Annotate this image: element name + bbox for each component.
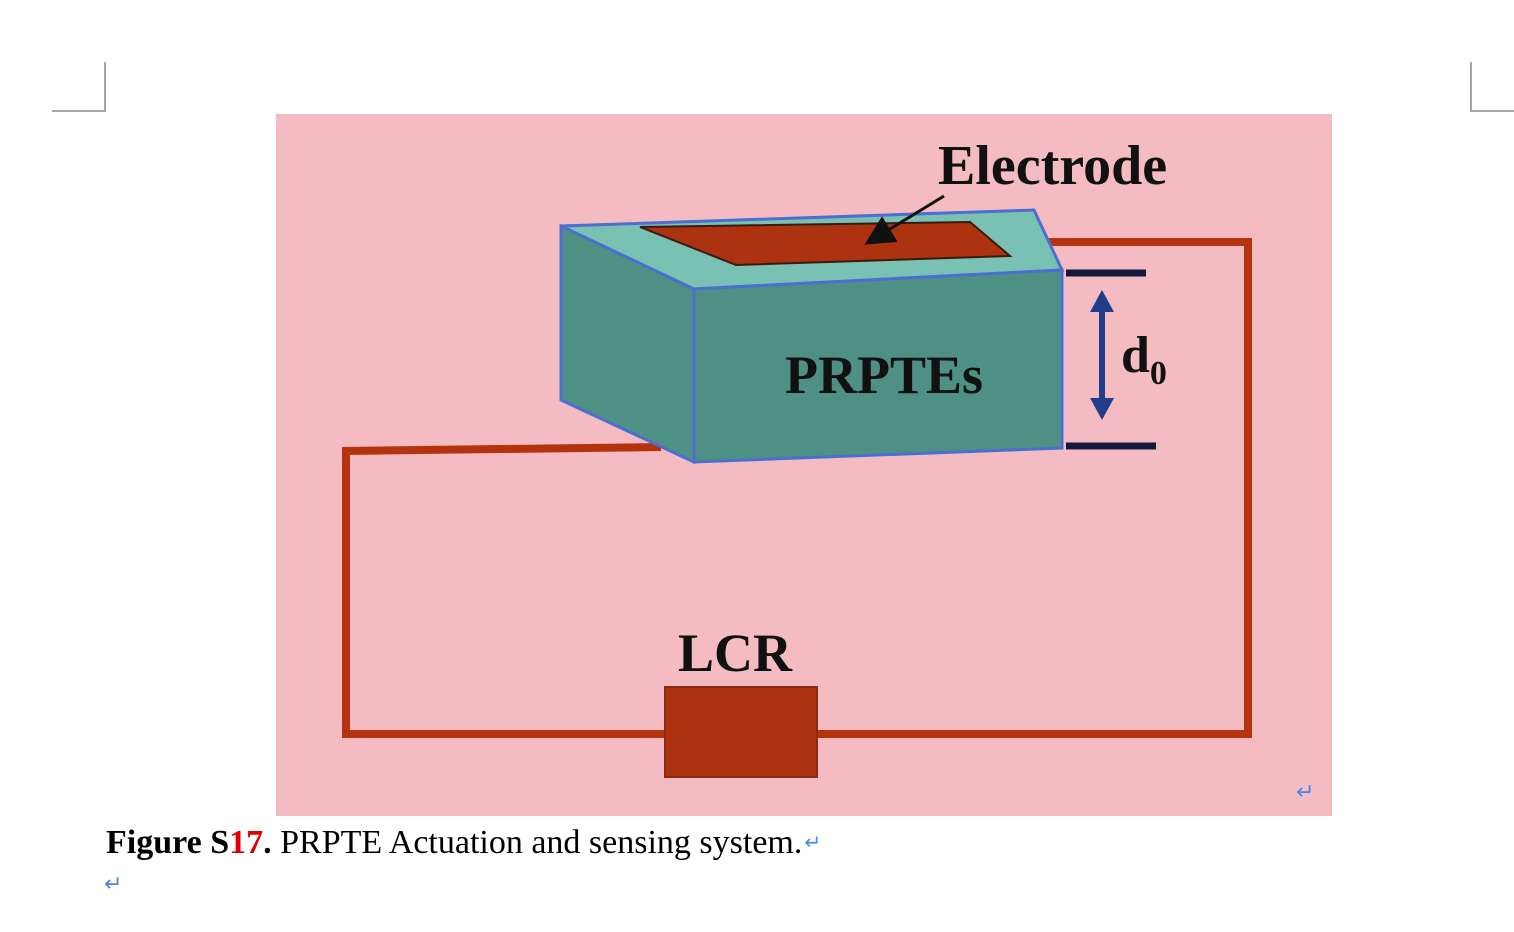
wire-left xyxy=(342,443,666,738)
caption-number: 17 xyxy=(229,824,264,861)
caption-prefix: Figure S xyxy=(106,824,230,861)
circuit-diagram: Electrode PRPTEs d0 LCR xyxy=(342,135,1252,778)
lcr-meter-box xyxy=(664,686,818,778)
figure-prpte-system: Electrode PRPTEs d0 LCR ↵ xyxy=(276,114,1332,816)
figure-paragraph-mark: ↵ xyxy=(1296,780,1315,805)
wire-right xyxy=(816,238,1252,738)
empty-paragraph-mark: ↵ xyxy=(104,872,123,897)
thickness-double-arrow xyxy=(1090,290,1114,420)
crop-mark-top-right xyxy=(1470,62,1514,112)
caption-text: PRPTE Actuation and sensing system. xyxy=(271,824,803,861)
caption-period: . xyxy=(263,824,272,861)
electrode-label: Electrode xyxy=(938,135,1167,197)
lcr-label: LCR xyxy=(678,623,793,683)
figure-caption: Figure S17. PRPTE Actuation and sensing … xyxy=(106,820,821,865)
block-front-face xyxy=(692,268,1064,464)
thickness-label: d0 xyxy=(1121,327,1167,392)
device-label: PRPTEs xyxy=(785,345,983,405)
crop-mark-top-left xyxy=(52,62,106,112)
caption-paragraph-mark: ↵ xyxy=(804,830,822,854)
electrode-pointer-arrow xyxy=(864,194,945,245)
electrode-plate xyxy=(639,220,1013,267)
